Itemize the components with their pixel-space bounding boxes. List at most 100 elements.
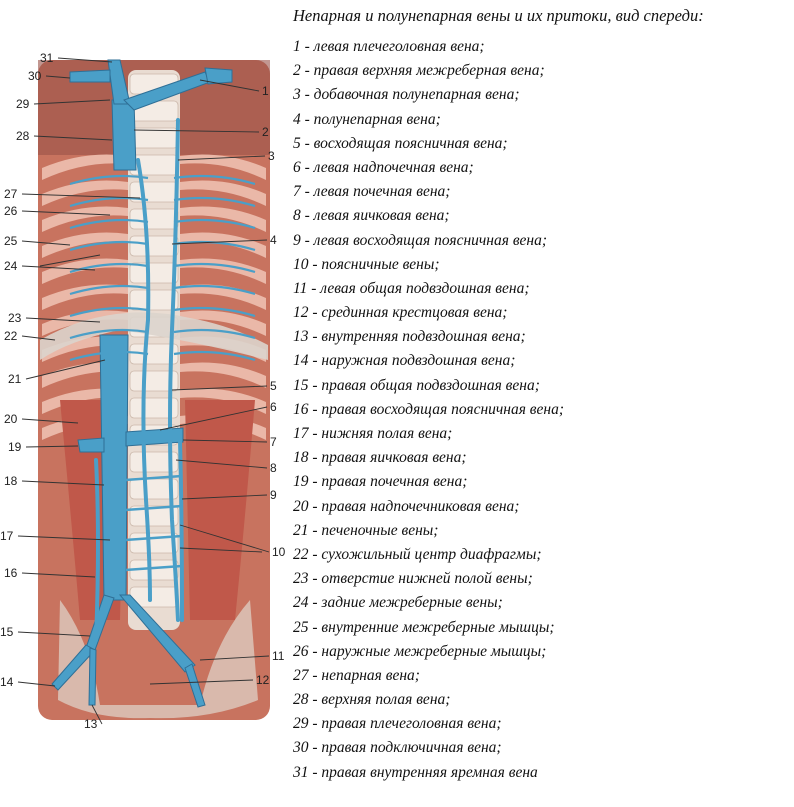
leader-line — [21, 240, 71, 246]
rib-band — [42, 284, 128, 310]
legend-item: 5 - восходящая поясничная вена; — [293, 134, 508, 152]
legend-item: 21 - печеночные вены; — [293, 521, 439, 539]
rib-band — [180, 388, 266, 414]
intercostal-vein — [173, 174, 256, 186]
intercostal-vein — [69, 284, 149, 296]
legend-item: 18 - правая яичковая вена; — [293, 449, 467, 467]
leader-line — [21, 335, 56, 341]
leader-line — [91, 704, 103, 725]
leader-line — [33, 99, 111, 105]
legend-item: 9 - левая восходящая поясничная вена; — [293, 231, 548, 249]
intercostal-vein — [173, 284, 256, 296]
intercostal-vein — [69, 240, 149, 252]
figure-number-label: 23 — [8, 311, 22, 325]
figure-number-label: 20 — [4, 412, 18, 426]
leader-line — [25, 317, 101, 323]
rib-band — [42, 180, 128, 206]
leader-line — [21, 265, 96, 271]
legend-item: 1 - левая плечеголовная вена; — [293, 38, 485, 55]
figure-number-label: 25 — [4, 234, 18, 248]
rib-band — [180, 206, 266, 232]
figure-number-label: 12 — [256, 673, 270, 687]
legend-item: 12 - срединная крестцовая вена; — [293, 304, 508, 322]
legend-item: 23 - отверстие нижней полой вены; — [293, 570, 533, 588]
figure-number-label: 4 — [270, 233, 277, 247]
leader-line — [181, 494, 268, 500]
figure-number-label: 13 — [84, 717, 98, 731]
figure-number-label: 19 — [8, 440, 22, 454]
figure-number-label: 11 — [272, 649, 285, 663]
vertebra — [129, 451, 179, 473]
figure-number-label: 9 — [270, 488, 277, 502]
leader-line — [17, 631, 91, 637]
legend-item: 15 - правая общая подвздошная вена; — [293, 376, 540, 394]
figure-number-label: 14 — [0, 675, 14, 689]
leader-line — [171, 385, 268, 391]
figure-number-label: 1 — [262, 84, 269, 98]
inferior-vena-cava — [99, 334, 129, 601]
legend-title: Непарная и полунепарная вены и их приток… — [293, 6, 704, 25]
rib-band — [180, 154, 266, 180]
legend-panel: Непарная и полунепарная вены и их приток… — [293, 6, 793, 785]
leader-line — [179, 524, 270, 553]
intercostal-vein — [69, 328, 149, 340]
leader-line — [33, 135, 113, 141]
azygos-vein — [136, 158, 152, 602]
figure-number-label: 15 — [0, 625, 14, 639]
rib-band — [42, 232, 128, 258]
leader-line — [17, 681, 56, 687]
lumbar-vein — [125, 564, 183, 572]
leader-line — [182, 439, 268, 443]
rib-band — [180, 232, 266, 258]
legend-item: 24 - задние межреберные вены; — [293, 594, 503, 612]
intercostal-vein — [173, 218, 256, 230]
legend-item: 13 - внутренняя подвздошная вена; — [293, 328, 526, 346]
figure-number-label: 10 — [272, 545, 286, 559]
leader-line — [133, 129, 260, 133]
leader-line — [21, 480, 105, 486]
figure-number-label: 29 — [16, 97, 30, 111]
left-ascending-lumbar-vein — [178, 438, 184, 622]
legend-item: 31 - правая внутренняя яремная вена — [293, 763, 538, 781]
intercostal-vein — [173, 262, 256, 274]
legend-item: 16 - правая восходящая поясничная вена; — [293, 400, 565, 418]
leader-line — [21, 418, 79, 424]
leader-line — [21, 193, 141, 199]
left-external-iliac-vein — [184, 663, 206, 708]
figure-number-label: 17 — [0, 529, 14, 543]
figure-number-label: 24 — [4, 259, 18, 273]
legend-item: 14 - наружная подвздошная вена; — [293, 352, 516, 370]
diaphragm-tendon — [40, 312, 268, 360]
legend-item: 29 - правая плечеголовная вена; — [293, 715, 502, 733]
right-subclavian-vein — [69, 69, 111, 83]
figure-number-label: 21 — [8, 372, 22, 386]
left-common-iliac-vein — [118, 594, 196, 673]
leader-line — [45, 75, 71, 79]
figure-number-label: 3 — [268, 149, 275, 163]
figure-number-label: 2 — [262, 125, 269, 139]
legend-item: 2 - правая верхняя межреберная вена; — [293, 62, 545, 80]
vertebra — [129, 262, 179, 284]
leader-line — [171, 239, 268, 245]
legend-item: 17 - нижняя полая вена; — [293, 425, 453, 442]
figure-number-label: 27 — [4, 187, 18, 201]
leader-line — [179, 547, 263, 553]
rib-band — [180, 180, 266, 206]
right-renal-vein — [77, 437, 105, 453]
figure-number-label: 18 — [4, 474, 18, 488]
legend-item: 3 - добавочная полунепарная вена; — [293, 86, 520, 104]
leader-line — [21, 572, 96, 578]
intercostal-vein — [69, 174, 149, 186]
leader-line — [199, 79, 260, 92]
figure-number-label: 26 — [4, 204, 18, 218]
leader-line — [17, 535, 111, 541]
vertebra — [129, 289, 179, 311]
lumbar-vein — [125, 504, 183, 512]
intercostal-vein — [173, 328, 256, 340]
figure-number-label: 7 — [270, 435, 277, 449]
vertebra — [129, 208, 179, 230]
intercostal-vein — [69, 196, 149, 208]
pelvic-region — [58, 600, 258, 719]
intercostal-vein — [173, 196, 256, 208]
lumbar-veins — [125, 474, 183, 572]
